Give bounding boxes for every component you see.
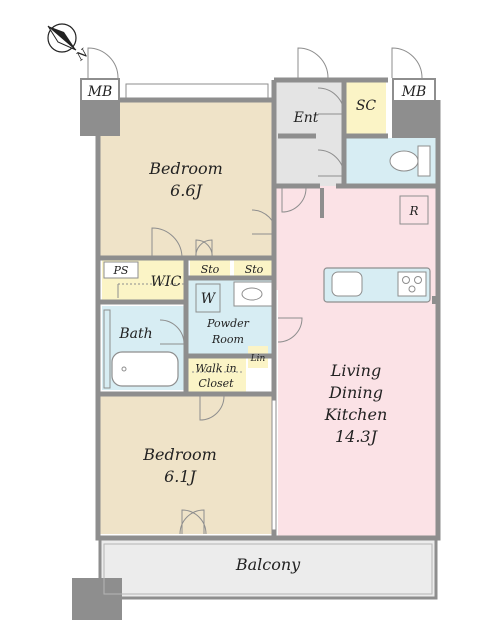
storage-2-label: Sto	[245, 263, 264, 276]
walk-in-closet-line2: Closet	[198, 377, 234, 390]
mb-left-label: MB	[87, 84, 113, 100]
toilet-icon	[389, 145, 431, 177]
doors	[87, 47, 423, 535]
washer-box	[195, 283, 221, 313]
window-bedroom-1	[125, 83, 269, 99]
column-bottom-left	[72, 578, 122, 620]
ldk-size: 14.3J	[335, 427, 379, 446]
bedroom-1-size: 6.6J	[170, 181, 203, 200]
entrance-label: Ent	[293, 110, 319, 126]
refrigerator-label: R	[408, 204, 418, 218]
bath-label: Bath	[118, 326, 152, 342]
mb-right-box	[394, 80, 434, 100]
shoe-closet-label: SC	[356, 98, 377, 114]
storage-1-label: Sto	[201, 263, 220, 276]
window-balcony	[103, 543, 433, 595]
washer-label: W	[201, 291, 217, 307]
compass-icon	[47, 23, 77, 53]
linen-label: Lin	[250, 354, 266, 364]
pipe-space-label: PS	[113, 264, 129, 277]
bathtub-icon	[111, 351, 179, 387]
walk-in-closet-area	[188, 358, 246, 392]
bedroom-2-size: 6.1J	[164, 467, 197, 486]
pipe-space-box	[103, 261, 139, 279]
column-mid-right	[432, 296, 440, 304]
ldk-line2: Dining	[328, 383, 383, 402]
refrigerator-box	[399, 195, 429, 225]
powder-room-line1: Powder	[206, 317, 250, 330]
sliding-door-bedroom2	[271, 399, 277, 531]
balcony-area	[98, 536, 438, 600]
mb-right-label: MB	[401, 84, 427, 100]
shoe-closet-area	[346, 82, 386, 136]
basin-counter	[233, 281, 273, 307]
walk-in-closet-line1: Walk in	[195, 362, 236, 375]
storage-1-area	[190, 258, 230, 278]
basin-icon	[241, 287, 263, 301]
bedroom-1-area	[100, 100, 274, 258]
wic-label: WIC	[151, 274, 182, 290]
bedroom-2-area	[100, 396, 272, 534]
bedroom-2-name: Bedroom	[142, 445, 217, 464]
ldk-line1: Living	[330, 361, 381, 380]
mb-left-box	[82, 80, 118, 100]
storage-2-area	[234, 258, 274, 278]
balcony-label: Balcony	[235, 555, 301, 574]
bedroom-1-name: Bedroom	[148, 159, 223, 178]
powder-room-line2: Room	[211, 333, 244, 346]
kitchen-sink-icon	[331, 271, 363, 297]
ldk-line3: Kitchen	[324, 405, 388, 424]
